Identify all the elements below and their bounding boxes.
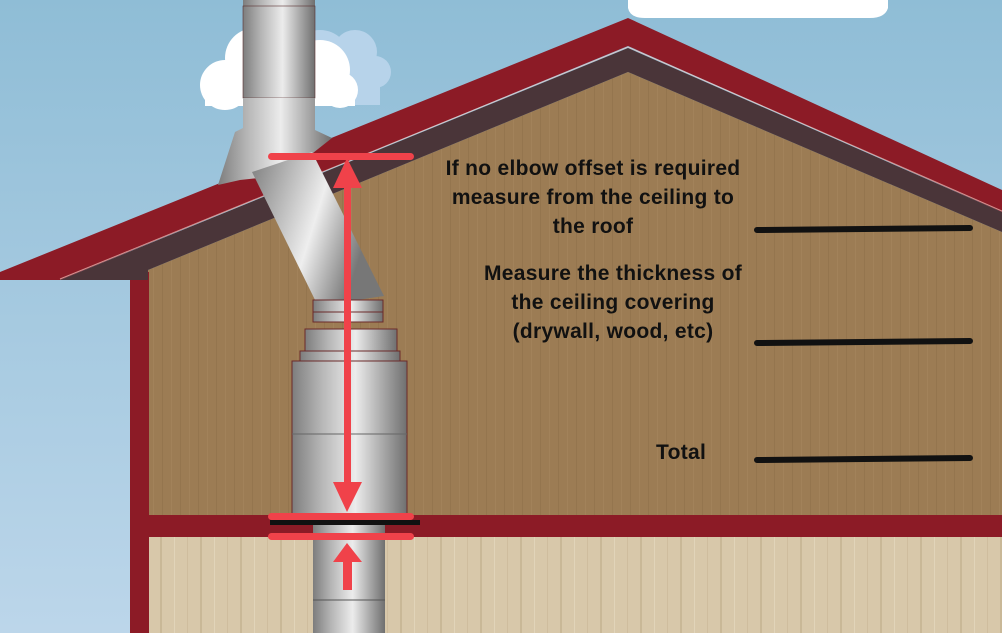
label-line: measure from the ceiling to (451, 186, 735, 209)
blank-total (754, 455, 973, 463)
blank-roof-measure (754, 225, 973, 233)
label-line: (drywall, wood, etc) (512, 320, 714, 343)
label-roof-measure: If no elbow offset is required measure f… (408, 154, 778, 241)
roof-highlight (59, 46, 1002, 280)
label-ceiling-thickness: Measure the thickness of the ceiling cov… (448, 259, 778, 346)
measure-arrow-ceiling-thickness (268, 533, 414, 590)
label-line: the ceiling covering (511, 291, 715, 314)
label-line: Total (656, 441, 707, 464)
room-wall (148, 537, 1002, 633)
blank-ceiling-thickness (754, 338, 973, 346)
cloud-top (628, 0, 888, 18)
roof (0, 18, 1002, 280)
ceiling-joist (130, 515, 1002, 537)
ceiling-surface-line (270, 520, 420, 525)
label-line: Measure the thickness of (483, 262, 743, 285)
roof-underside (60, 48, 1002, 280)
label-line: If no elbow offset is required (445, 157, 741, 180)
label-total: Total (656, 438, 746, 467)
left-wall-post (130, 272, 149, 633)
answer-blanks (754, 225, 973, 463)
label-line: the roof (552, 215, 634, 238)
measure-arrow-roof-to-ceiling (268, 153, 414, 520)
